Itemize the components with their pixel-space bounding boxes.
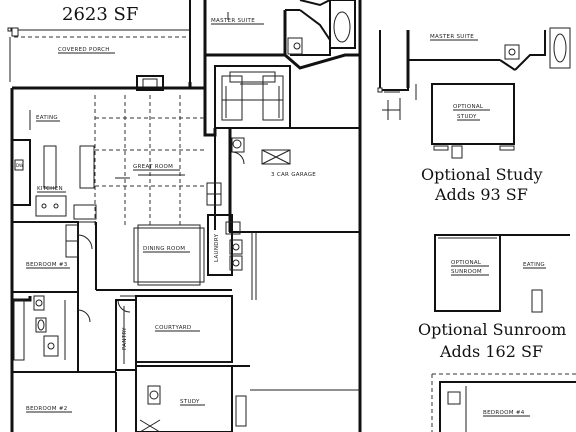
bedroom-2-label: BEDROOM #2	[26, 406, 68, 412]
optional-study-room-label-line2: STUDY	[457, 114, 477, 120]
optional-study-caption: Optional Study	[421, 165, 543, 184]
hall-doors	[77, 234, 140, 323]
optional-bedroom-4-label: BEDROOM #4	[483, 410, 525, 416]
optional-sunroom-label-line1: OPTIONAL	[451, 260, 482, 266]
garage	[229, 127, 361, 300]
covered-porch	[7, 0, 191, 82]
laundry	[207, 214, 243, 276]
optional-sunroom-area: Adds 162 SF	[439, 342, 543, 361]
master-bath	[287, 0, 356, 55]
master-suite	[203, 0, 331, 57]
courtyard	[135, 295, 233, 363]
bedroom-3-label: BEDROOM #3	[26, 262, 68, 268]
eating-label: EATING	[36, 115, 58, 121]
bedroom-3	[12, 221, 79, 293]
bedroom-2	[12, 371, 117, 432]
master-suite-label: MASTER SUITE	[211, 18, 255, 24]
study	[135, 365, 360, 432]
eating-area	[29, 95, 96, 225]
kitchen: DW	[12, 139, 97, 223]
garage-entry	[231, 137, 245, 165]
dining-room	[95, 222, 232, 291]
bath-2	[11, 291, 79, 373]
pantry-label: PANTRY	[122, 327, 128, 350]
kitchen-label: KITCHEN	[37, 186, 63, 192]
study-label: STUDY	[180, 399, 200, 405]
optional-study-room-label-line1: OPTIONAL	[453, 104, 484, 110]
laundry-label: LAUNDRY	[214, 233, 220, 262]
great-room	[95, 95, 205, 225]
courtyard-label: COURTYARD	[155, 325, 191, 331]
svg-text:DW: DW	[16, 163, 23, 168]
master-vanity	[214, 65, 291, 129]
optional-study-plan	[377, 27, 571, 159]
optional-sunroom-label-line2: SUNROOM	[451, 269, 482, 275]
garage-label: 3 CAR GARAGE	[271, 172, 316, 178]
hall-closet	[206, 182, 222, 206]
total-area-title: 2623 SF	[62, 4, 138, 25]
optional-sunroom-caption: Optional Sunroom	[418, 320, 566, 339]
optional-bedroom-4-plan	[431, 373, 576, 432]
dining-room-label: DINING ROOM	[143, 246, 185, 252]
optional-sunroom-plan	[434, 234, 570, 313]
optional-study-master-suite-label: MASTER SUITE	[430, 34, 474, 40]
optional-sunroom-eating-label: EATING	[523, 262, 545, 268]
great-room-label: GREAT ROOM	[133, 164, 173, 170]
main-floor-plan: 2623 SF COVERED PORCH MASTER SUITE	[7, 0, 362, 432]
optional-study-area: Adds 93 SF	[434, 185, 528, 204]
covered-porch-label: COVERED PORCH	[58, 47, 110, 53]
